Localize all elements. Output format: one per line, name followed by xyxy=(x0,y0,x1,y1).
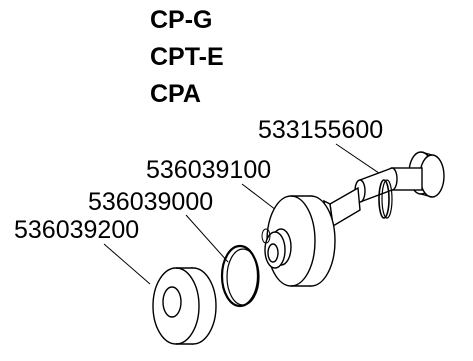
leader-line-washer xyxy=(103,243,151,285)
hub-part xyxy=(261,195,336,287)
leader-line-ring xyxy=(185,214,229,263)
part-number-hub: 536039100 xyxy=(146,156,272,184)
ring-part xyxy=(220,244,260,308)
model-label-cp-g: CP-G xyxy=(150,6,213,34)
model-label-cpa: CPA xyxy=(150,80,201,108)
washer-part xyxy=(152,267,217,345)
leader-line-hub xyxy=(241,183,277,211)
part-number-ring: 536039000 xyxy=(88,188,214,216)
part-number-shaft: 533155600 xyxy=(258,116,384,144)
shaft-part xyxy=(323,151,445,228)
part-number-washer: 536039200 xyxy=(14,216,140,244)
model-label-cpt-e: CPT-E xyxy=(150,43,224,71)
